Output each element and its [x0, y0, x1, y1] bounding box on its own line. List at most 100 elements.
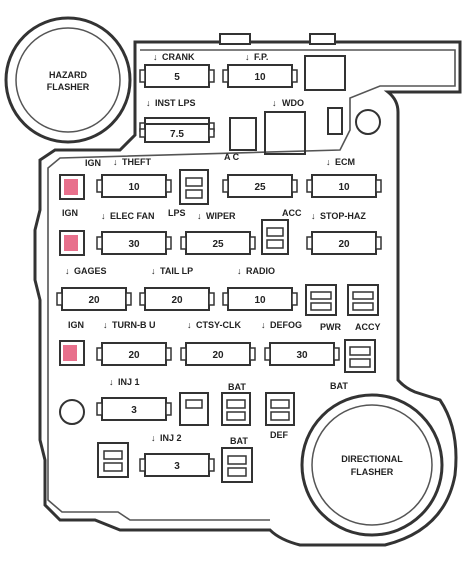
connector-def [265, 392, 295, 426]
fuse-tab [208, 458, 215, 472]
arrow-down-icon: ↓ [103, 320, 108, 330]
fuse-tab [165, 179, 172, 193]
fuse-fp: 10↓F.P. [222, 52, 298, 88]
arrow-down-icon: ↓ [151, 266, 156, 276]
fuse-tab [222, 179, 229, 193]
fuse-rating: 20 [88, 295, 100, 306]
arrow-down-icon: ↓ [65, 266, 70, 276]
fuse-rating: 10 [128, 182, 140, 193]
fuse-tab [208, 292, 215, 306]
arrow-wdo: ↓ [272, 98, 277, 108]
fuse-tab [139, 458, 146, 472]
fuse-rating: 3 [131, 405, 137, 416]
arrow-down-icon: ↓ [153, 52, 158, 62]
fuse-tab [306, 179, 313, 193]
label-bat-1: BAT [330, 381, 348, 391]
arrow-down-icon: ↓ [101, 211, 106, 221]
fuse-ac-fuse: 25 [222, 174, 298, 198]
arrow-down-icon: ↓ [146, 98, 151, 108]
label-def: DEF [270, 430, 289, 440]
fuse-elec-fan: 30 ↓ ELEC FAN [96, 211, 172, 255]
fuse-label: DEFOG [270, 320, 302, 330]
fuse-rating: 20 [338, 239, 350, 250]
fuse-label: WIPER [206, 211, 236, 221]
fuse-label: ELEC FAN [110, 211, 155, 221]
label-acc: ACC [282, 208, 302, 218]
fuse-tab [139, 292, 146, 306]
hazard-flasher-line2: FLASHER [47, 82, 90, 92]
arrow-down-icon: ↓ [187, 320, 192, 330]
inner-frame [47, 49, 456, 521]
top-tab [219, 33, 251, 45]
fuse-tab [291, 179, 298, 193]
fuse-tab [180, 236, 187, 250]
ign-marker-2 [64, 235, 78, 251]
arrow-down-icon: ↓ [109, 377, 114, 387]
fuse-label: INST LPS [155, 98, 196, 108]
fuse-inj2: 3↓INJ 2 [139, 433, 215, 477]
hazard-flasher-circle [4, 16, 132, 144]
label-pwr: PWR [320, 322, 341, 332]
fuse-gages: 20 ↓ GAGES [56, 266, 132, 311]
fuse-tab [264, 347, 271, 361]
directional-flasher-line1: DIRECTIONAL [341, 454, 403, 464]
connector-pwr [305, 284, 337, 316]
fuse-tail-lp: 20 ↓ TAIL LP [139, 266, 215, 311]
mount-hole [355, 109, 381, 135]
fuse-crank: 5 ↓ CRANK [139, 52, 215, 88]
fuse-tab [165, 347, 172, 361]
top-tab [309, 33, 336, 45]
ign-marker-3 [63, 345, 77, 361]
fuse-label: GAGES [74, 266, 107, 276]
connector-acc [261, 219, 289, 255]
fuse-tab [291, 69, 298, 83]
fuse-inst-lps-2: 7.5 [139, 123, 215, 143]
fuse-label: INJ 1 [118, 377, 140, 387]
fuse-defog: 30↓DEFOG [261, 320, 340, 366]
connector-bat-mid [221, 392, 251, 426]
fuse-tab [139, 69, 146, 83]
fuse-rating: 10 [254, 72, 266, 83]
fuse-tab [180, 347, 187, 361]
hazard-flasher-line1: HAZARD [49, 70, 87, 80]
fuse-tab [375, 236, 382, 250]
fuse-tab [96, 347, 103, 361]
fuse-rating: 25 [212, 239, 224, 250]
fuse-theft: 10↓THEFT [96, 157, 172, 198]
label-bat-3: BAT [230, 436, 248, 446]
directional-flasher-circle [300, 393, 444, 537]
fuse-tab [249, 347, 256, 361]
fuse-label: TAIL LP [160, 266, 193, 276]
fuse-tab [222, 292, 229, 306]
connector-lps [179, 169, 209, 205]
arrow-down-icon: ↓ [197, 211, 202, 221]
fuse-tab [222, 69, 229, 83]
fuse-ecm: 10↓ECM [306, 157, 382, 198]
fuse-inj1: 3 ↓ INJ 1 [96, 377, 172, 421]
fuse-tab [333, 347, 340, 361]
hazard-flasher-inner [15, 27, 121, 133]
label-ign-2: IGN [62, 208, 78, 218]
fuse-tab [125, 292, 132, 306]
relay-block [229, 117, 257, 151]
fuse-rating: 30 [296, 350, 308, 361]
fuse-ctsy-clk: 20↓CTSY-CLK [180, 320, 256, 366]
fuse-tab [96, 402, 103, 416]
fuse-label: RADIO [246, 266, 275, 276]
fuse-label: STOP-HAZ [320, 211, 366, 221]
fuse-tab [249, 236, 256, 250]
fuse-tab [165, 402, 172, 416]
fuse-tab [208, 69, 215, 83]
relay-block [264, 111, 306, 155]
fuse-tab [96, 179, 103, 193]
fuse-rating: 30 [128, 239, 140, 250]
fuse-stop-haz: 20↓STOP-HAZ [306, 211, 382, 255]
fuse-tab [139, 128, 146, 138]
fuse-label: CRANK [162, 52, 195, 62]
fuse-rating: 5 [174, 72, 180, 83]
fuse-tab [56, 292, 63, 306]
fuse-turn-bu: 20↓TURN-B U [96, 320, 172, 366]
label-ac: A C [224, 152, 240, 162]
fuse-rating: 20 [171, 295, 183, 306]
